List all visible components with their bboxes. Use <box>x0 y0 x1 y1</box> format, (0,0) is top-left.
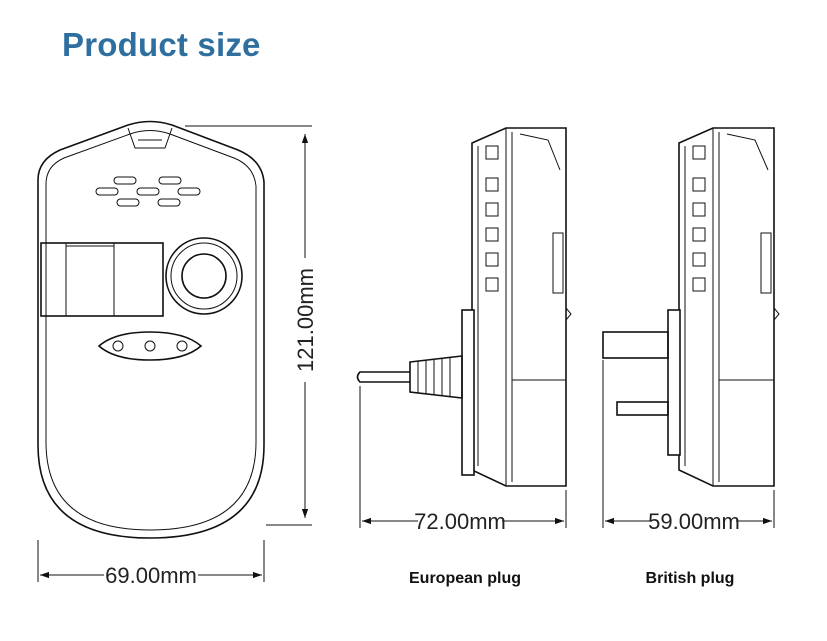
test-button <box>165 237 243 315</box>
european-depth-dimension: 72.00mm <box>359 386 567 534</box>
indicator-leds <box>97 331 203 361</box>
display-window <box>40 242 164 317</box>
european-plug-caption: European plug <box>409 570 521 587</box>
british-depth-label: 59.00mm <box>648 509 740 534</box>
height-dimension: 121.00mm <box>185 125 318 526</box>
european-depth-label: 72.00mm <box>414 509 506 534</box>
width-dimension: 69.00mm <box>37 540 265 588</box>
british-depth-dimension: 59.00mm <box>602 360 775 534</box>
width-label: 69.00mm <box>105 563 197 588</box>
side-view-british <box>602 127 780 487</box>
speaker-grille <box>95 176 201 207</box>
british-plug <box>602 331 669 416</box>
page-title: Product size <box>62 26 261 63</box>
british-plug-caption: British plug <box>646 570 735 587</box>
european-plug <box>356 355 463 399</box>
front-view <box>37 120 265 539</box>
height-label: 121.00mm <box>293 268 318 372</box>
side-view-european <box>356 127 572 487</box>
